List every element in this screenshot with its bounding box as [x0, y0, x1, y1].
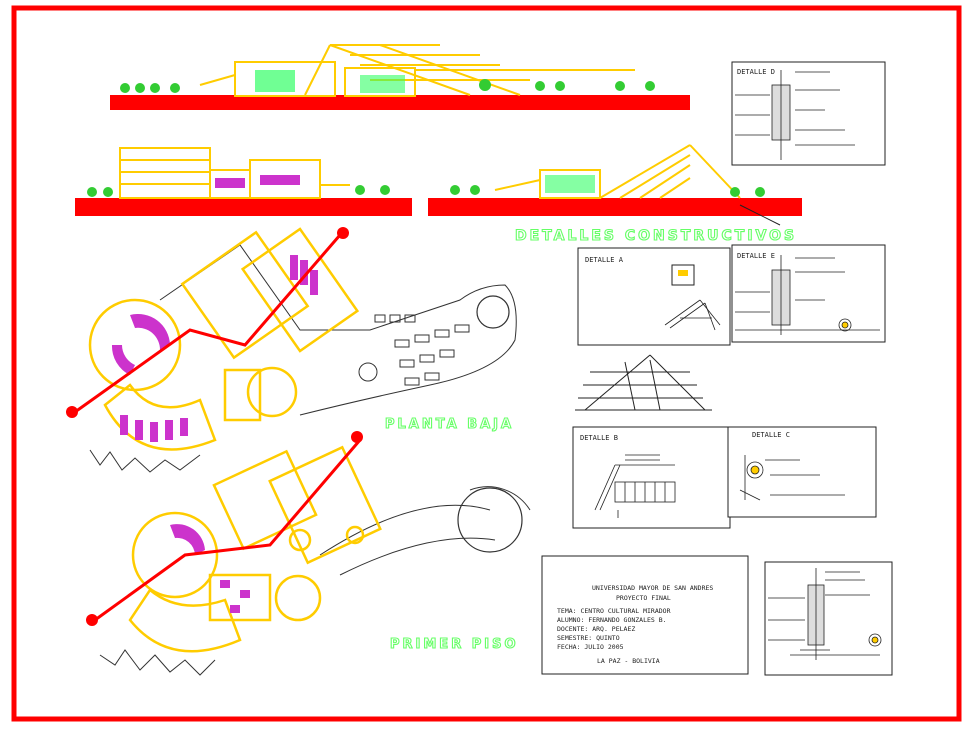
tb-docente: DOCENTE: ARQ. PELAEZ — [557, 625, 635, 633]
tb-fecha: FECHA: JULIO 2005 — [557, 643, 624, 651]
detail-b-title: DETALLE B — [580, 434, 618, 442]
title-block: UNIVERSIDAD MAYOR DE SAN ANDRES PROYECTO… — [541, 555, 749, 675]
detail-c: DETALLE C — [727, 426, 877, 518]
label-detalles-constructivos: DETALLES CONSTRUCTIVOS — [515, 228, 797, 244]
detail-b: DETALLE B — [572, 426, 731, 529]
tb-city: LA PAZ - BOLIVIA — [597, 657, 660, 665]
floor-plan-ground — [66, 227, 517, 473]
tb-project: PROYECTO FINAL — [616, 594, 671, 602]
detail-a: DETALLE A — [577, 247, 731, 346]
elevation-main — [110, 44, 690, 110]
detail-c-title: DETALLE C — [752, 431, 790, 439]
tb-tema: TEMA: CENTRO CULTURAL MIRADOR — [557, 607, 671, 615]
label-planta-baja: PLANTA BAJA — [385, 417, 514, 432]
detail-d-title: DETALLE D — [737, 68, 775, 76]
detail-d: DETALLE D — [731, 61, 886, 166]
tb-semestre: SEMESTRE: QUINTO — [557, 634, 620, 642]
detail-bottom — [764, 561, 893, 676]
floor-plan-first — [86, 431, 531, 676]
tb-university: UNIVERSIDAD MAYOR DE SAN ANDRES — [592, 584, 713, 592]
detail-a-title: DETALLE A — [585, 256, 624, 264]
tb-alumno: ALUMNO: FERNANDO GONZALES B. — [557, 616, 667, 624]
elevation-left — [75, 147, 412, 216]
detail-e: DETALLE E — [731, 244, 886, 343]
pyramid-sketch — [575, 354, 712, 411]
label-primer-piso: PRIMER PISO — [390, 637, 519, 652]
elevation-right — [428, 144, 802, 226]
detail-e-title: DETALLE E — [737, 252, 775, 260]
sheet-frame — [11, 5, 962, 722]
